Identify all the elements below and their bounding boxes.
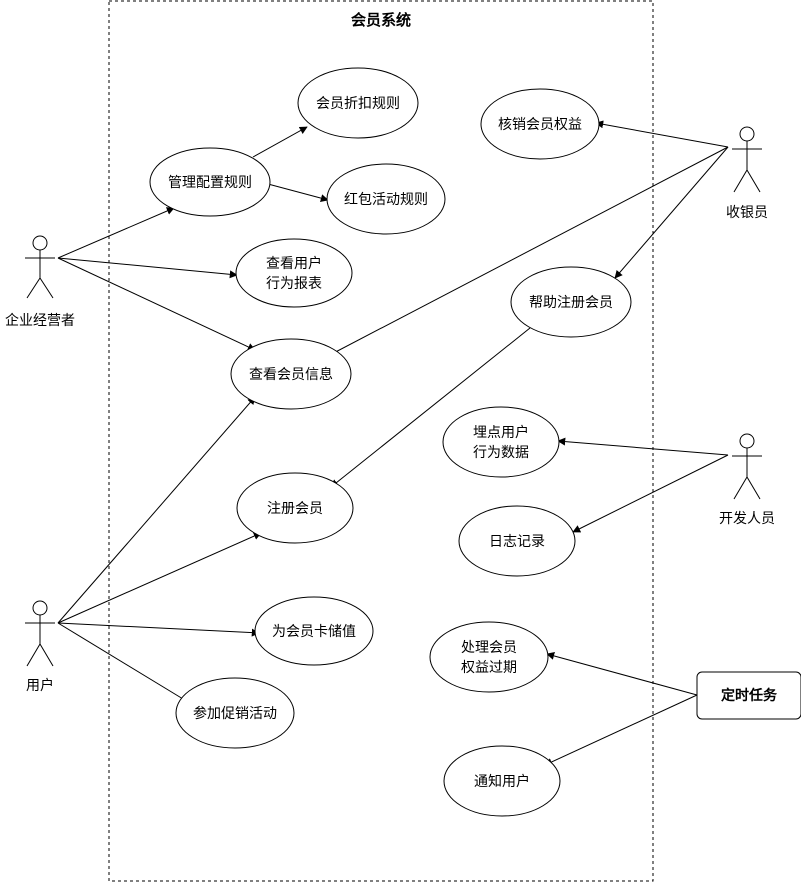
- use-case-register-member[interactable]: 注册会员: [236, 472, 354, 544]
- svg-text:查看会员信息: 查看会员信息: [249, 366, 333, 383]
- use-case-verify-member-benefits[interactable]: 核销会员权益: [480, 88, 600, 160]
- svg-text:定时任务: 定时任务: [721, 687, 778, 704]
- edge-operator-manage: [57, 207, 175, 259]
- svg-text:注册会员: 注册会员: [267, 501, 323, 517]
- svg-text:日志记录: 日志记录: [489, 534, 545, 550]
- use-case-join-promotion[interactable]: 参加促销活动: [175, 677, 295, 749]
- use-case-view-member-info[interactable]: 查看会员信息: [230, 338, 352, 410]
- edge-developer-log: [572, 454, 729, 533]
- use-case-red-packet-rules[interactable]: 红包活动规则: [326, 163, 446, 235]
- edge-manage-redpacket: [267, 183, 329, 203]
- edge-developer-tracking: [557, 437, 729, 456]
- svg-text:参加促销活动: 参加促销活动: [193, 705, 277, 722]
- use-case-view-user-report[interactable]: 查看用户 行为报表: [235, 238, 353, 308]
- svg-text:红包活动规则: 红包活动规则: [344, 192, 428, 208]
- svg-text:通知用户: 通知用户: [474, 773, 530, 790]
- use-case-member-discount-rules[interactable]: 会员折扣规则: [297, 67, 419, 139]
- edge-help-register-register: [330, 327, 531, 488]
- edge-cashier-help-register: [614, 146, 729, 279]
- svg-text:行为数据: 行为数据: [473, 445, 529, 461]
- svg-text:查看用户: 查看用户: [266, 255, 322, 272]
- use-case-notify-user[interactable]: 通知用户: [443, 745, 561, 817]
- use-case-tracking-user-data[interactable]: 埋点用户 行为数据: [442, 406, 560, 478]
- connections: [57, 120, 729, 766]
- svg-text:核销会员权益: 核销会员权益: [498, 117, 582, 133]
- scheduled-task-box[interactable]: 定时任务: [696, 671, 801, 720]
- actor-label-cashier: 收银员: [726, 205, 768, 221]
- edge-user-promotion: [57, 622, 189, 703]
- system-title: 会员系统: [351, 11, 411, 29]
- svg-text:会员折扣规则: 会员折扣规则: [316, 96, 400, 112]
- actor-label-enterprise-operator: 企业经营者: [5, 312, 75, 329]
- actor-cashier[interactable]: [732, 126, 762, 193]
- actor-developer[interactable]: [732, 433, 762, 500]
- svg-text:埋点用户: 埋点用户: [473, 424, 529, 441]
- svg-text:处理会员: 处理会员: [461, 640, 517, 656]
- use-case-card-topup[interactable]: 为会员卡储值: [254, 596, 374, 666]
- svg-text:行为报表: 行为报表: [266, 276, 322, 292]
- use-case-handle-benefit-expiry[interactable]: 处理会员 权益过期: [429, 621, 549, 693]
- edge-operator-report: [57, 257, 238, 279]
- edge-manage-discount: [252, 126, 308, 158]
- edge-operator-view-info: [57, 257, 256, 351]
- system-boundary: [108, 0, 654, 882]
- svg-text:管理配置规则: 管理配置规则: [168, 175, 252, 191]
- use-case-manage-config-rules[interactable]: 管理配置规则: [149, 147, 271, 217]
- actor-user[interactable]: [25, 600, 55, 667]
- edge-user-view-info: [57, 396, 256, 624]
- edge-task-expiry: [546, 652, 698, 696]
- actor-enterprise-operator[interactable]: [25, 235, 55, 299]
- svg-text:为会员卡储值: 为会员卡储值: [272, 624, 356, 640]
- edge-user-topup: [57, 622, 260, 637]
- use-case-help-register-member[interactable]: 帮助注册会员: [510, 266, 632, 338]
- svg-text:权益过期: 权益过期: [461, 660, 517, 676]
- svg-text:帮助注册会员: 帮助注册会员: [529, 295, 613, 311]
- edge-cashier-view-info: [325, 146, 729, 358]
- edge-task-notify: [544, 694, 698, 766]
- actor-label-user: 用户: [26, 677, 54, 694]
- edge-cashier-verify: [595, 120, 729, 148]
- actor-label-developer: 开发人员: [719, 511, 775, 527]
- use-case-log-record[interactable]: 日志记录: [458, 505, 576, 577]
- edge-user-register: [57, 532, 262, 624]
